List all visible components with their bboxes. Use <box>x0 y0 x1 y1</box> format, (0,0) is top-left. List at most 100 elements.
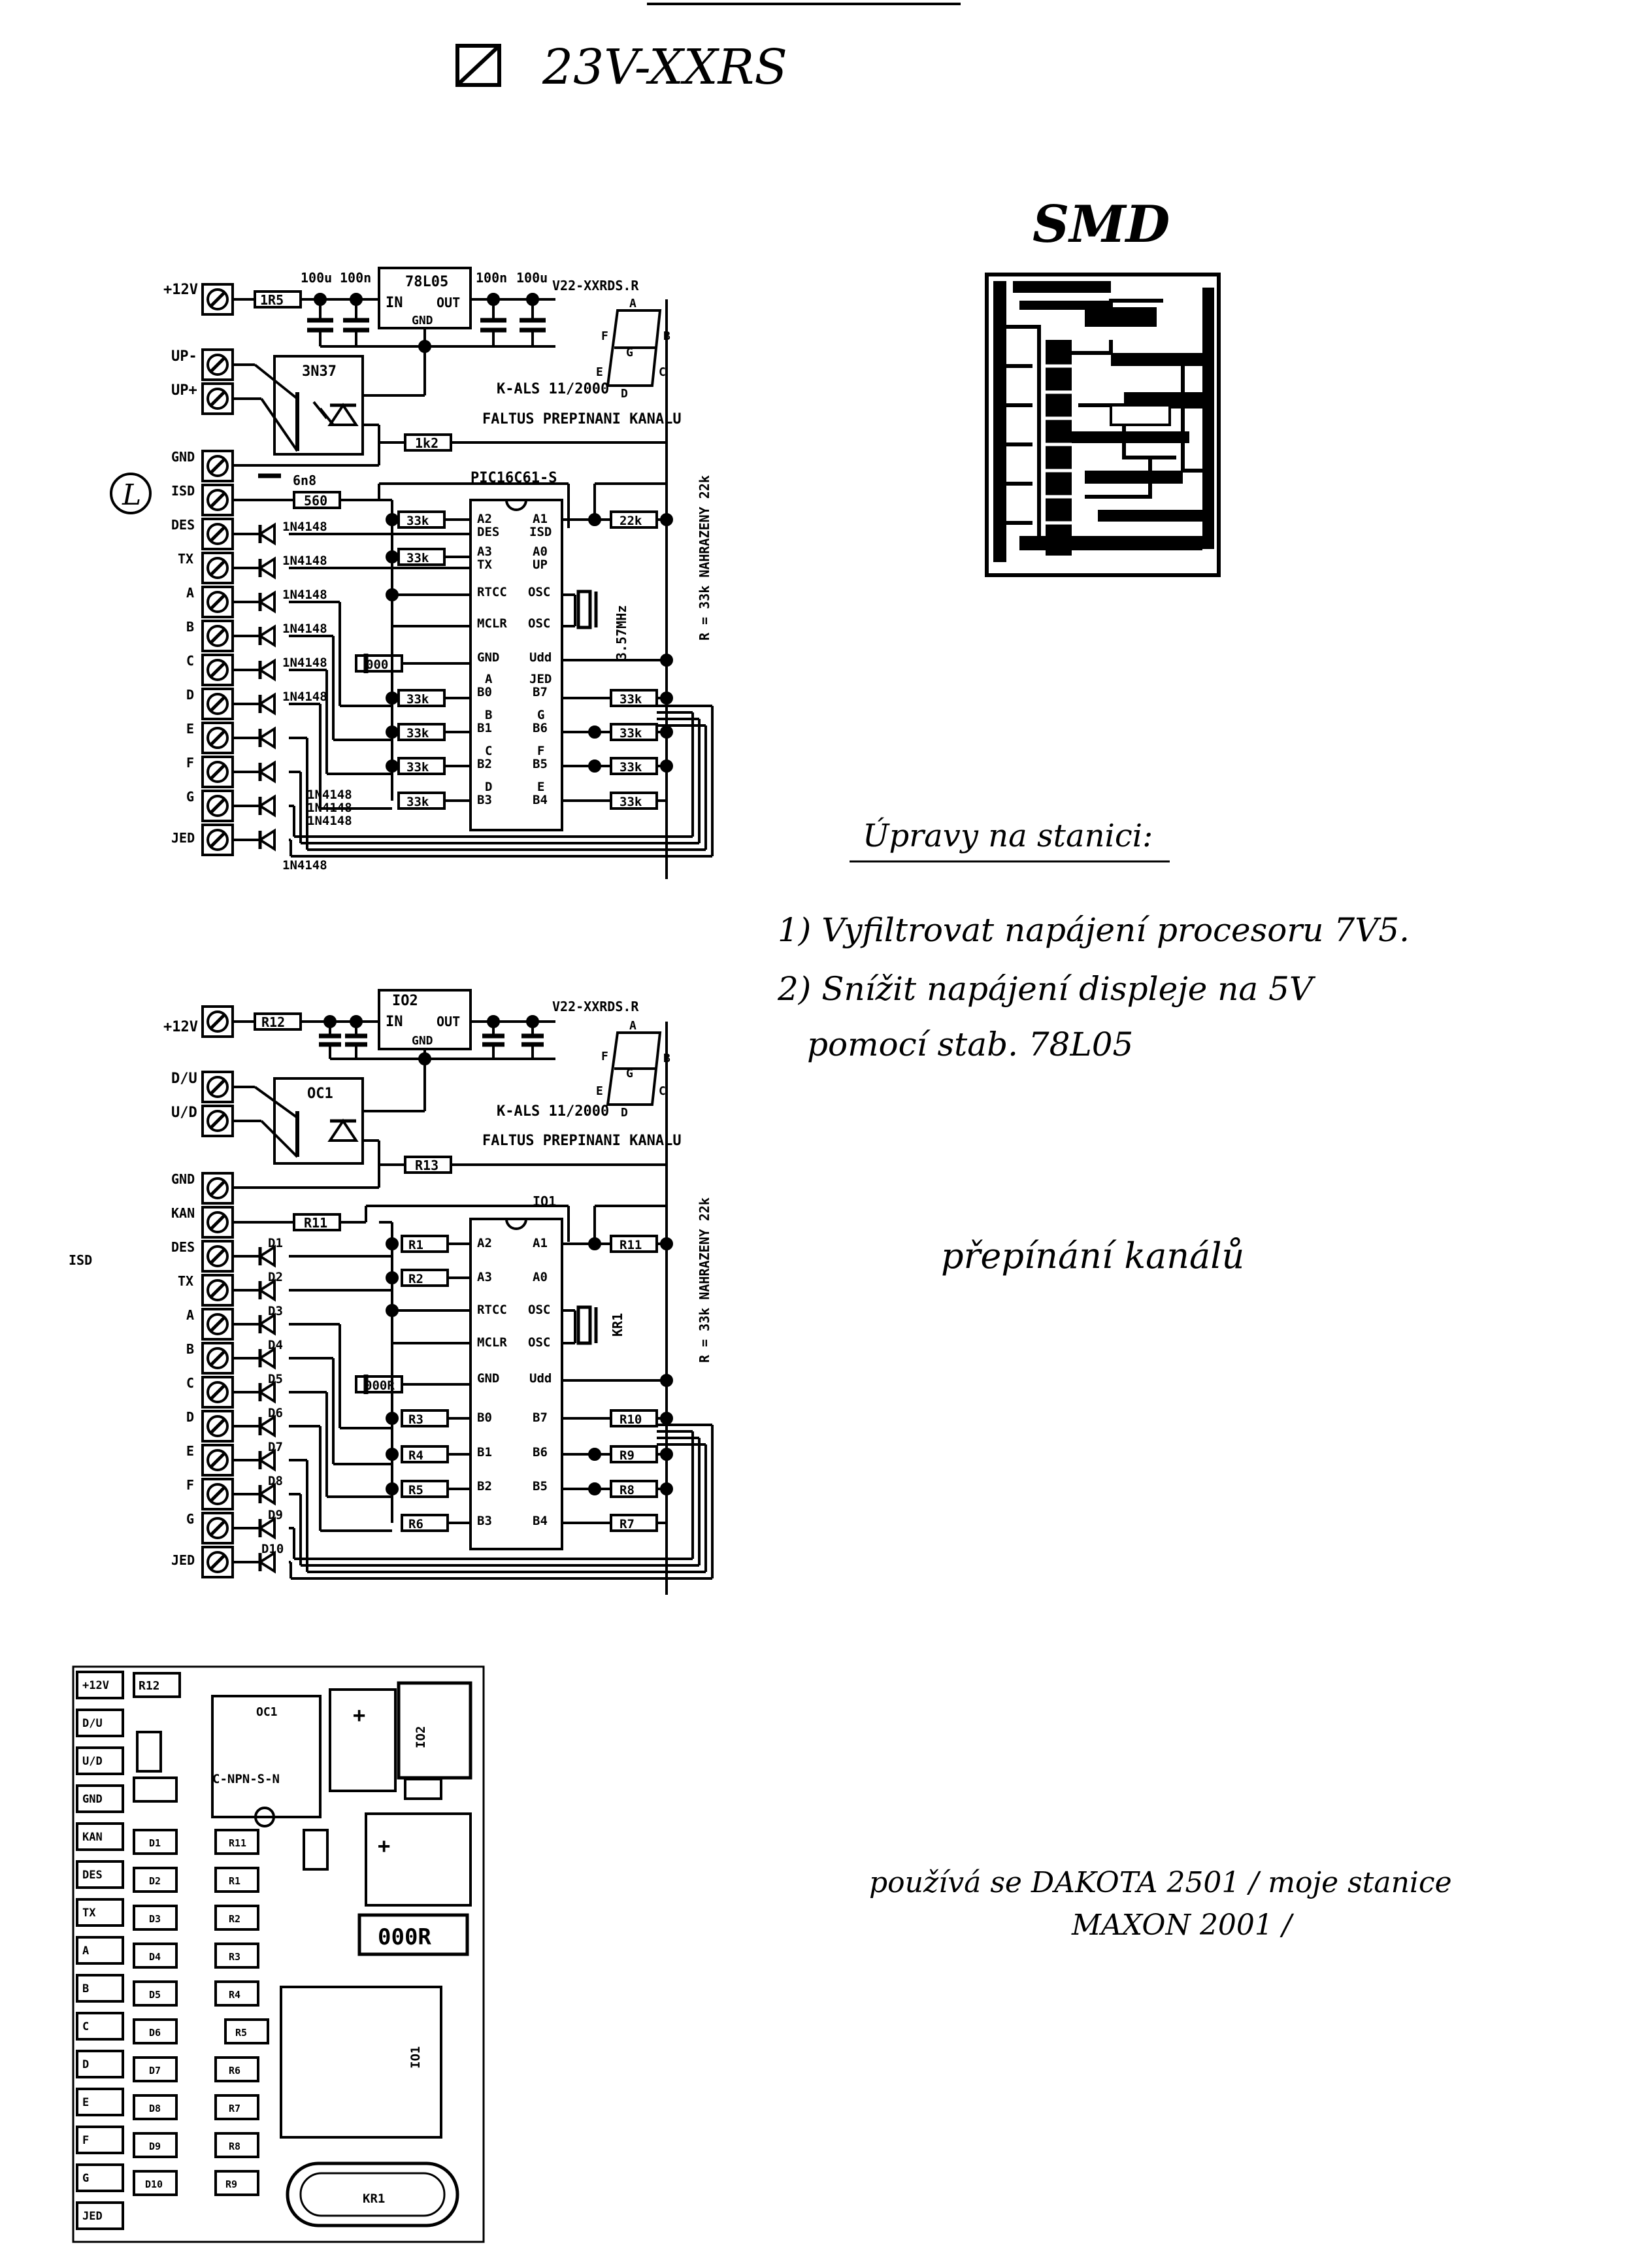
svg-text:A: A <box>82 1944 89 1958</box>
svg-text:R5: R5 <box>235 2027 247 2039</box>
svg-text:000R: 000R <box>365 1378 395 1393</box>
note-item-2b: pomocí stab. 78L05 <box>807 1026 1133 1063</box>
svg-text:K-ALS 11/2000: K-ALS 11/2000 <box>497 381 609 397</box>
svg-text:D6: D6 <box>149 2027 161 2039</box>
schematic-2: +12V R12 IO2 IN OUT GND V22-XXRDS.R A B … <box>69 989 714 1595</box>
svg-text:R3: R3 <box>408 1412 423 1427</box>
svg-text:UP-: UP- <box>171 348 197 365</box>
svg-text:U/D: U/D <box>171 1105 197 1121</box>
svg-text:+12V: +12V <box>82 1679 109 1692</box>
svg-text:000R: 000R <box>378 1924 431 1950</box>
svg-text:D5: D5 <box>149 1989 161 2001</box>
svg-text:33k: 33k <box>620 726 642 741</box>
svg-text:R13: R13 <box>415 1158 438 1173</box>
svg-text:R2: R2 <box>229 1913 240 1925</box>
terminal-column-2 <box>203 1173 233 1577</box>
svg-text:R4: R4 <box>229 1989 240 2001</box>
svg-text:G: G <box>626 1067 633 1080</box>
svg-text:JED: JED <box>171 830 195 846</box>
svg-text:V22-XXRDS.R: V22-XXRDS.R <box>552 999 639 1014</box>
svg-text:R11: R11 <box>620 1238 642 1252</box>
svg-text:D/U: D/U <box>171 1071 197 1087</box>
pcb-cap <box>136 1731 162 1773</box>
svg-text:R9: R9 <box>225 2178 237 2190</box>
terminal-up-plus <box>203 384 233 414</box>
svg-text:D3: D3 <box>268 1304 283 1318</box>
svg-text:G: G <box>186 789 194 805</box>
svg-text:D9: D9 <box>268 1508 283 1522</box>
svg-text:B0: B0 <box>477 1410 492 1425</box>
svg-text:1N4148: 1N4148 <box>307 788 352 802</box>
svg-text:R11: R11 <box>304 1215 327 1231</box>
svg-text:ISD: ISD <box>529 525 552 539</box>
svg-text:GND: GND <box>477 1371 499 1386</box>
svg-text:C: C <box>186 653 194 669</box>
svg-text:R = 33k NAHRAZENY 22k: R = 33k NAHRAZENY 22k <box>697 475 712 641</box>
handwritten-notes: Úpravy na stanici: 1) Vyfiltrovat napáje… <box>777 816 1452 1942</box>
svg-text:D8: D8 <box>149 2103 161 2114</box>
svg-text:E: E <box>82 2096 89 2109</box>
svg-text:R12: R12 <box>261 1014 285 1030</box>
svg-text:F: F <box>186 1477 194 1493</box>
svg-text:E: E <box>537 780 544 794</box>
svg-text:R1: R1 <box>408 1238 423 1252</box>
svg-text:R8: R8 <box>229 2141 240 2152</box>
svg-text:B7: B7 <box>533 1410 548 1425</box>
svg-text:22k: 22k <box>620 514 642 528</box>
pcb-io1 <box>280 1986 442 2139</box>
note-bottom-1: používá se DAKOTA 2501 / moje stanice <box>869 1866 1452 1899</box>
svg-text:R = 33k NAHRAZENY 22k: R = 33k NAHRAZENY 22k <box>697 1197 712 1363</box>
svg-text:A1: A1 <box>533 1236 548 1250</box>
svg-text:D10: D10 <box>261 1542 284 1556</box>
svg-text:1N4148: 1N4148 <box>282 690 327 704</box>
svg-text:R6: R6 <box>229 2065 240 2076</box>
svg-text:33k: 33k <box>620 760 642 775</box>
svg-text:D: D <box>186 1409 194 1425</box>
cap-left-1 <box>307 299 333 346</box>
pcb-oc1 <box>211 1695 322 1818</box>
terminal-12v-2 <box>203 1007 233 1037</box>
svg-text:B5: B5 <box>533 757 548 771</box>
svg-text:G: G <box>537 708 544 722</box>
svg-text:D8: D8 <box>268 1474 283 1488</box>
svg-text:C: C <box>82 2020 89 2033</box>
svg-text:KR1: KR1 <box>363 2192 385 2206</box>
svg-text:JED: JED <box>82 2210 103 2223</box>
svg-text:R4: R4 <box>408 1448 423 1463</box>
svg-text:OSC: OSC <box>528 616 550 631</box>
svg-text:UP+: UP+ <box>171 382 197 399</box>
pcb-000r <box>357 1913 469 1956</box>
svg-text:100n: 100n <box>476 270 507 286</box>
svg-text:R7: R7 <box>620 1517 635 1531</box>
svg-text:A: A <box>485 672 493 686</box>
svg-text:OSC: OSC <box>528 585 550 599</box>
svg-text:33k: 33k <box>406 551 429 565</box>
svg-text:JED: JED <box>171 1552 195 1568</box>
svg-text:B2: B2 <box>477 757 492 771</box>
svg-text:R10: R10 <box>620 1412 642 1427</box>
page-title: 23V-XXRS <box>542 39 787 95</box>
svg-text:D3: D3 <box>149 1913 161 1925</box>
svg-text:D6: D6 <box>268 1406 283 1420</box>
svg-text:B6: B6 <box>533 1445 548 1459</box>
svg-text:UP: UP <box>533 558 548 572</box>
pcb-kr1 <box>286 2161 459 2227</box>
svg-text:G: G <box>186 1511 194 1527</box>
pcb-layout: +12V D/U U/D GND KAN DES TX A B C D E F … <box>72 1665 485 2243</box>
svg-text:TX: TX <box>82 1907 96 1920</box>
svg-text:R1: R1 <box>229 1875 240 1887</box>
svg-text:RTCC: RTCC <box>477 585 507 599</box>
svg-text:KAN: KAN <box>171 1205 195 1221</box>
cap-right-2 <box>520 299 546 346</box>
terminal-column-1 <box>203 451 233 855</box>
svg-text:D: D <box>485 780 492 794</box>
svg-text:D4: D4 <box>268 1338 283 1352</box>
svg-text:OUT: OUT <box>437 1014 460 1029</box>
svg-text:MCLR: MCLR <box>477 616 507 631</box>
svg-text:D7: D7 <box>268 1440 283 1454</box>
svg-text:GND: GND <box>171 449 195 465</box>
smd-layout-thumbnail <box>985 273 1221 577</box>
svg-text:D: D <box>82 2058 89 2071</box>
svg-text:E: E <box>186 721 194 737</box>
